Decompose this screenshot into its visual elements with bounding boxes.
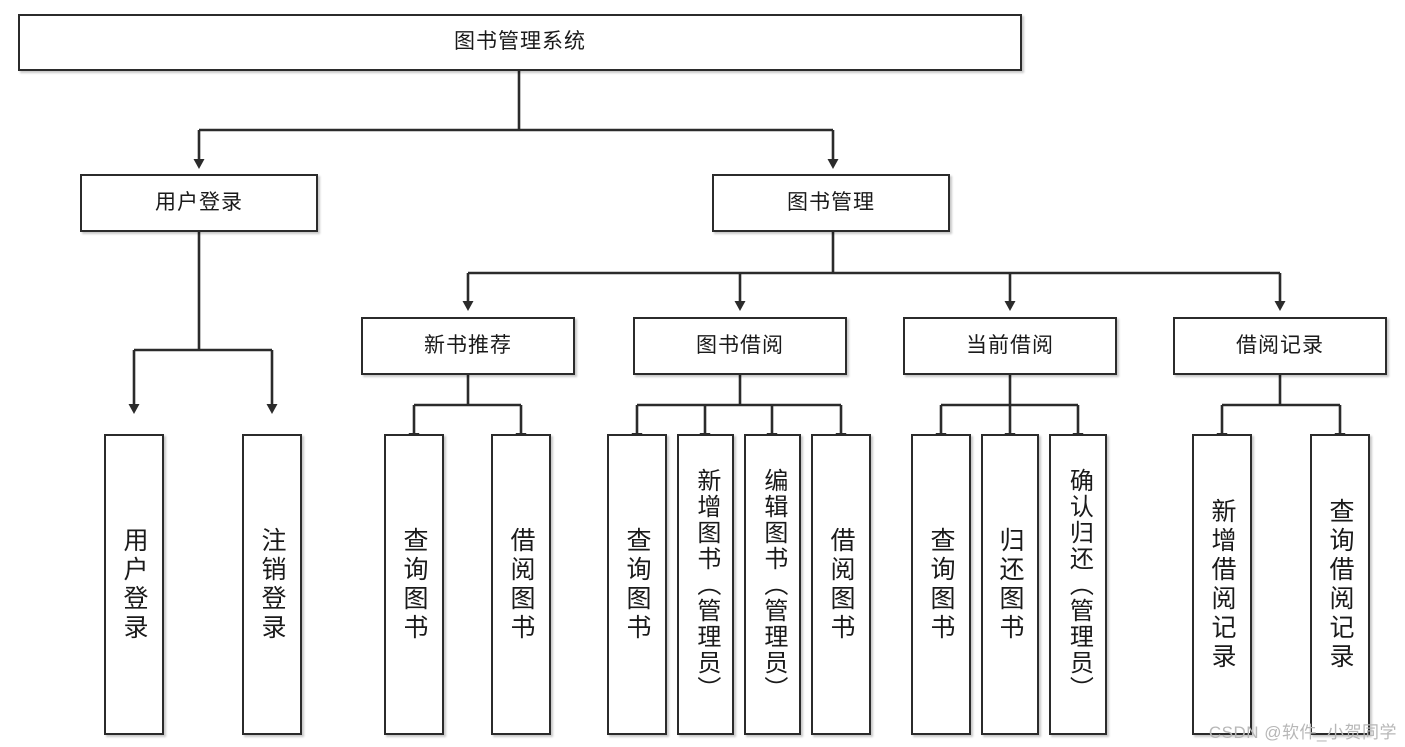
node-borrow-record[interactable]: 借阅记录 bbox=[1173, 317, 1387, 375]
leaf-label: 新增借阅记录 bbox=[1208, 497, 1236, 672]
leaf-label: 查询借阅记录 bbox=[1326, 497, 1354, 672]
leaf-book-borrow-edit-book-admin[interactable]: 编辑图书（管理员） bbox=[744, 434, 801, 735]
node-user-login[interactable]: 用户登录 bbox=[80, 174, 318, 232]
csdn-watermark: CSDN @软件_小贺同学 bbox=[1208, 723, 1397, 742]
node-root-label: 图书管理系统 bbox=[454, 30, 586, 54]
leaf-label: 注销登录 bbox=[258, 526, 286, 643]
node-borrow-record-label: 借阅记录 bbox=[1236, 333, 1324, 357]
leaf-book-borrow-query-book[interactable]: 查询图书 bbox=[607, 434, 667, 735]
node-new-book-recommend[interactable]: 新书推荐 bbox=[361, 317, 575, 375]
leaf-label: 查询图书 bbox=[927, 526, 955, 643]
node-book-borrow[interactable]: 图书借阅 bbox=[633, 317, 847, 375]
leaf-new-book-borrow-book[interactable]: 借阅图书 bbox=[491, 434, 551, 735]
leaf-book-borrow-borrow-book[interactable]: 借阅图书 bbox=[811, 434, 871, 735]
leaf-label: 确认归还（管理员） bbox=[1065, 467, 1093, 702]
leaf-borrow-record-add-record[interactable]: 新增借阅记录 bbox=[1192, 434, 1252, 735]
leaf-user-login-logout[interactable]: 注销登录 bbox=[242, 434, 302, 735]
leaf-user-login-login[interactable]: 用户登录 bbox=[104, 434, 164, 735]
node-root[interactable]: 图书管理系统 bbox=[18, 14, 1022, 71]
node-user-login-label: 用户登录 bbox=[155, 190, 243, 214]
leaf-label: 借阅图书 bbox=[827, 526, 855, 643]
leaf-current-borrow-confirm-return-admin[interactable]: 确认归还（管理员） bbox=[1049, 434, 1107, 735]
node-new-book-recommend-label: 新书推荐 bbox=[424, 333, 512, 357]
leaf-current-borrow-return-book[interactable]: 归还图书 bbox=[981, 434, 1039, 735]
leaf-label: 新增图书（管理员） bbox=[692, 467, 720, 702]
leaf-label: 编辑图书（管理员） bbox=[759, 467, 787, 702]
node-current-borrow[interactable]: 当前借阅 bbox=[903, 317, 1117, 375]
node-book-borrow-label: 图书借阅 bbox=[696, 333, 784, 357]
leaf-book-borrow-add-book-admin[interactable]: 新增图书（管理员） bbox=[677, 434, 734, 735]
leaf-label: 归还图书 bbox=[996, 526, 1024, 643]
node-current-borrow-label: 当前借阅 bbox=[966, 333, 1054, 357]
leaf-label: 借阅图书 bbox=[507, 526, 535, 643]
node-book-management[interactable]: 图书管理 bbox=[712, 174, 950, 232]
leaf-label: 查询图书 bbox=[400, 526, 428, 643]
leaf-borrow-record-query-record[interactable]: 查询借阅记录 bbox=[1310, 434, 1370, 735]
leaf-label: 用户登录 bbox=[120, 526, 148, 643]
leaf-new-book-query-book[interactable]: 查询图书 bbox=[384, 434, 444, 735]
leaf-label: 查询图书 bbox=[623, 526, 651, 643]
leaf-current-borrow-query-book[interactable]: 查询图书 bbox=[911, 434, 971, 735]
node-book-management-label: 图书管理 bbox=[787, 190, 875, 214]
